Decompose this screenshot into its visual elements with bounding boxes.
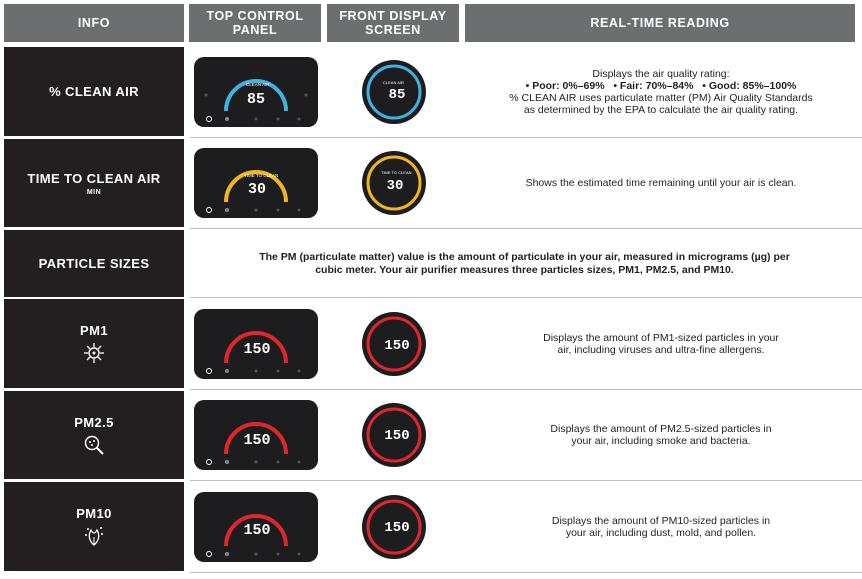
top-control-panel-image: 85 CLEAN AIR xyxy=(194,56,318,127)
screen-value: 30 xyxy=(387,178,404,194)
svg-text:CLEAN AIR: CLEAN AIR xyxy=(383,80,404,85)
row-sublabel: MIN xyxy=(86,188,102,196)
header-top-control-panel: TOP CONTROL PANEL xyxy=(189,4,321,42)
info-cell: PM1 xyxy=(4,299,184,388)
row-label: PM2.5 xyxy=(74,414,114,430)
desc-line: Displays the air quality rating: xyxy=(592,67,730,80)
row-label: PARTICLE SIZES xyxy=(38,256,150,271)
particle-sizes-description: The PM (particulate matter) value is the… xyxy=(259,250,790,276)
panel-value: 150 xyxy=(243,341,270,358)
desc-line: your air, including smoke and bacteria. xyxy=(571,435,751,447)
row-label: % CLEAN AIR xyxy=(49,84,139,99)
real-time-reading-cell: Displays the air quality rating: • Poor:… xyxy=(474,47,848,136)
info-cell: TIME TO CLEAN AIR MIN xyxy=(4,139,184,227)
header-front-display-screen: FRONT DISPLAY SCREEN xyxy=(327,4,459,42)
front-display-screen-image: 30 TIME TO CLEAN xyxy=(362,151,426,215)
fair-label: Fair: xyxy=(619,79,643,92)
virus-icon xyxy=(84,343,104,363)
header-real-time-reading: REAL-TIME READING xyxy=(465,4,855,42)
fair-value: 70%–84% xyxy=(645,79,694,92)
divider xyxy=(190,228,862,229)
front-display-screen-image: 85 CLEAN AIR xyxy=(362,59,426,124)
divider xyxy=(190,389,862,390)
divider xyxy=(190,137,862,138)
real-time-reading-cell: Displays the amount of PM10-sized partic… xyxy=(474,482,848,571)
svg-text:CLEAN AIR: CLEAN AIR xyxy=(246,82,270,87)
front-display-screen-image: 150 xyxy=(362,494,426,559)
desc-line: % CLEAN AIR uses particulate matter (PM)… xyxy=(509,91,813,104)
row-label: TIME TO CLEAN AIR xyxy=(27,170,161,186)
screen-value: 150 xyxy=(384,428,409,444)
screen-value: 85 xyxy=(389,87,406,103)
desc-line: as determined by the EPA to calculate th… xyxy=(523,103,799,116)
magnifier-icon xyxy=(84,435,104,455)
row-pm1: PM1 150 150 Displays the amount of PM1-s… xyxy=(4,299,855,388)
desc-line: your air, including dust, mold, and poll… xyxy=(565,526,757,539)
real-time-reading-cell: Shows the estimated time remaining until… xyxy=(474,139,848,227)
row-particle-sizes: PARTICLE SIZES The PM (particulate matte… xyxy=(4,230,855,297)
front-display-screen-image: 150 xyxy=(362,403,426,467)
panel-value: 85 xyxy=(247,91,265,108)
poor-label: Poor: xyxy=(532,79,560,92)
divider xyxy=(190,297,862,298)
info-cell: PM10 xyxy=(4,482,184,571)
pollen-icon xyxy=(85,527,103,546)
desc-line: Displays the amount of PM10-sized partic… xyxy=(551,514,771,527)
row-pm2-5: PM2.5 150 150 Displays the amount of PM2… xyxy=(4,391,855,479)
top-control-panel-image: 150 xyxy=(194,491,318,562)
good-value: 85%–100% xyxy=(742,79,797,92)
top-control-panel-image: 30 TIME TO CLEAN xyxy=(194,148,318,218)
real-time-reading-cell: Displays the amount of PM1-sized particl… xyxy=(474,299,848,388)
svg-text:TIME TO CLEAN: TIME TO CLEAN xyxy=(244,173,278,178)
header-info: INFO xyxy=(4,4,184,42)
panel-value: 150 xyxy=(243,432,270,449)
panel-value: 150 xyxy=(243,522,270,539)
screen-value: 150 xyxy=(384,520,409,536)
desc-line: Shows the estimated time remaining until… xyxy=(525,177,797,189)
divider xyxy=(190,480,862,481)
divider xyxy=(190,572,862,573)
row-label: PM1 xyxy=(80,323,108,338)
row-time-to-clean-air: TIME TO CLEAN AIR MIN 30 TIME TO CLEAN 3… xyxy=(4,139,855,227)
top-control-panel-image: 150 xyxy=(194,308,318,379)
top-control-panel-image: 150 xyxy=(194,400,318,470)
desc-line: Displays the amount of PM2.5-sized parti… xyxy=(550,423,772,435)
screen-value: 150 xyxy=(384,338,409,354)
desc-line: Displays the amount of PM1-sized particl… xyxy=(543,331,779,344)
front-display-screen-image: 150 xyxy=(362,311,426,376)
row-pm10: PM10 150 150 Displays the amount of PM10… xyxy=(4,482,855,571)
poor-value: 0%–69% xyxy=(562,79,605,92)
good-label: Good: xyxy=(708,79,740,92)
desc-line: air, including viruses and ultra-fine al… xyxy=(557,343,765,356)
info-cell: % CLEAN AIR xyxy=(4,47,184,136)
info-cell: PM2.5 xyxy=(4,391,184,479)
row-clean-air: % CLEAN AIR 85 CLEAN AIR 85 CLEAN AIR Di… xyxy=(4,47,855,136)
row-label: PM10 xyxy=(76,506,112,521)
info-cell: PARTICLE SIZES xyxy=(4,230,184,297)
svg-text:TIME TO CLEAN: TIME TO CLEAN xyxy=(381,170,412,175)
rating-ranges: • Poor: 0%–69% • Fair: 70%–84% • Good: 8… xyxy=(525,79,797,92)
real-time-reading-cell: Displays the amount of PM2.5-sized parti… xyxy=(474,391,848,479)
panel-value: 30 xyxy=(248,181,266,198)
